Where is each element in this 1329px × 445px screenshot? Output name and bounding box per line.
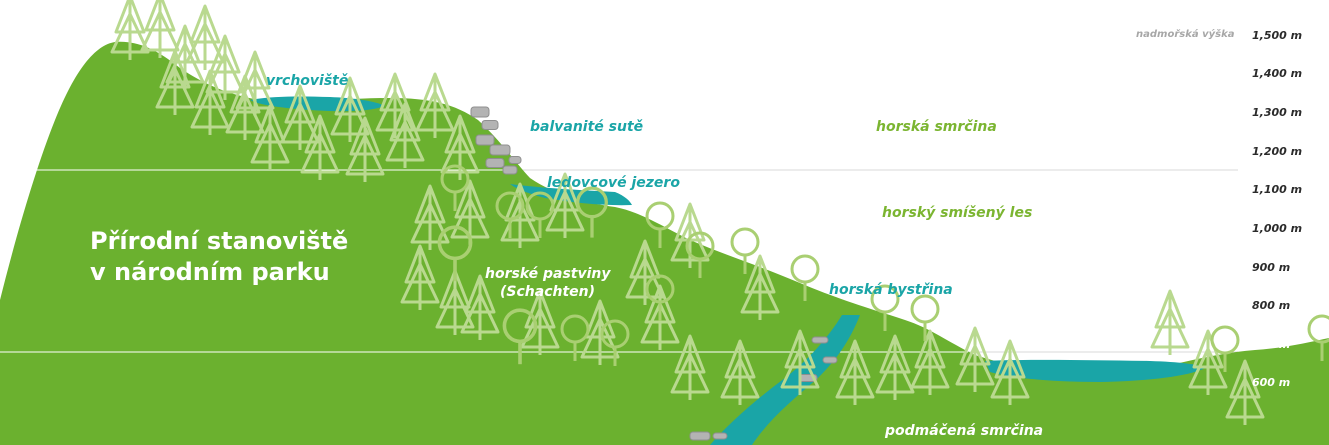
deciduous-tree-icon [576, 186, 608, 238]
boulder-icon [502, 165, 518, 175]
boulder-icon [485, 158, 505, 168]
altitude-caption: nadmořská výška [1136, 29, 1235, 40]
conifer-tree-icon [955, 326, 995, 392]
boulder-icon [822, 356, 838, 364]
altitude-tick: 1,500 m [1252, 29, 1303, 42]
zone-horsky-smiseny-les: horský smíšený les [882, 205, 1033, 221]
title-line-1: Přírodní stanoviště [90, 227, 349, 255]
boulder-icon [475, 134, 495, 146]
deciduous-tree-icon [645, 274, 675, 321]
deciduous-tree-icon [502, 308, 538, 365]
label-schachten: (Schachten) [500, 284, 596, 300]
glacial-lake [510, 184, 632, 206]
deciduous-tree-icon [910, 294, 940, 341]
conifer-tree-icon [300, 114, 340, 180]
conifer-tree-icon [435, 269, 475, 335]
conifer-tree-icon [670, 334, 710, 400]
trees-layer [110, 0, 1329, 425]
conifer-tree-icon [545, 172, 585, 238]
conifer-tree-icon [250, 104, 290, 170]
conifer-tree-icon [720, 339, 760, 405]
label-horska-bystrina: horská bystřina [829, 282, 953, 298]
conifer-tree-icon [580, 299, 620, 365]
altitude-tick: 1,200 m [1252, 145, 1303, 158]
conifer-tree-icon [990, 339, 1030, 405]
conifer-tree-icon [835, 339, 875, 405]
deciduous-tree-icon [645, 201, 675, 248]
altitude-tick: 1,000 m [1252, 222, 1303, 235]
conifer-tree-icon [440, 114, 480, 180]
deciduous-tree-icon [440, 164, 470, 211]
deciduous-tree-icon [685, 231, 715, 278]
boulder-icon [712, 432, 728, 440]
conifer-tree-icon [225, 74, 265, 140]
conifer-tree-icon [140, 0, 180, 58]
conifer-tree-icon [400, 244, 440, 310]
boulder-icon [489, 144, 511, 156]
conifer-tree-icon [410, 184, 450, 250]
altitude-tick: 700 m [1252, 338, 1291, 351]
boulder-icon [470, 106, 490, 118]
conifer-tree-icon [740, 254, 780, 320]
conifer-tree-icon [155, 49, 195, 115]
boulder-icon [508, 156, 522, 164]
deciduous-tree-icon [495, 191, 525, 238]
conifer-tree-icon [110, 0, 150, 60]
conifer-tree-icon [205, 34, 245, 100]
conifer-tree-icon [520, 289, 560, 355]
deciduous-tree-icon [1307, 314, 1329, 361]
altitude-tick: 600 m [1252, 376, 1291, 389]
conifer-tree-icon [415, 72, 455, 138]
deciduous-tree-icon [870, 284, 900, 331]
label-podmacena-smrcina: podmáčená smrčina [885, 423, 1044, 439]
conifer-tree-icon [1225, 359, 1265, 425]
label-vrchoviste: vrchoviště [266, 73, 349, 89]
peat-bog-pool [985, 359, 1205, 382]
mountain-land [0, 41, 1329, 445]
label-ledovcove-jezero: ledovcové jezero [547, 175, 680, 191]
altitude-tick: 900 m [1252, 261, 1291, 274]
conifer-tree-icon [910, 329, 950, 395]
conifer-tree-icon [185, 4, 225, 70]
boulder-icon [481, 120, 499, 130]
deciduous-tree-icon [600, 319, 630, 366]
deciduous-tree-icon [1210, 325, 1240, 372]
altitude-tick: 1,400 m [1252, 67, 1303, 80]
conifer-tree-icon [280, 84, 320, 150]
boulder-scree [470, 106, 838, 441]
label-horske-pastviny: horské pastviny [485, 266, 611, 282]
altitude-tick: 1,300 m [1252, 106, 1303, 119]
conifer-tree-icon [780, 329, 820, 395]
conifer-tree-icon [345, 116, 385, 182]
diagram-title: Přírodní stanoviště v národním parku [90, 226, 348, 288]
boulder-icon [689, 431, 711, 441]
zone-horska-smrcina: horská smrčina [876, 119, 997, 135]
label-raseliniste: rašeliniště [1060, 328, 1144, 344]
boulder-icon [811, 336, 829, 344]
conifer-tree-icon [385, 102, 425, 168]
conifer-tree-icon [1150, 289, 1190, 355]
altitude-tick: 1,100 m [1252, 183, 1303, 196]
deciduous-tree-icon [437, 225, 473, 282]
altitude-tick: 800 m [1252, 299, 1291, 312]
conifer-tree-icon [460, 274, 500, 340]
conifer-tree-icon [330, 76, 370, 142]
conifer-tree-icon [875, 334, 915, 400]
title-line-2: v národním parku [90, 258, 330, 287]
label-balvanite-sute: balvanité sutě [530, 119, 644, 135]
deciduous-tree-icon [560, 314, 590, 361]
deciduous-tree-icon [525, 191, 555, 238]
deciduous-tree-icon [790, 254, 820, 301]
deciduous-tree-icon [730, 227, 760, 274]
conifer-tree-icon [190, 69, 230, 135]
